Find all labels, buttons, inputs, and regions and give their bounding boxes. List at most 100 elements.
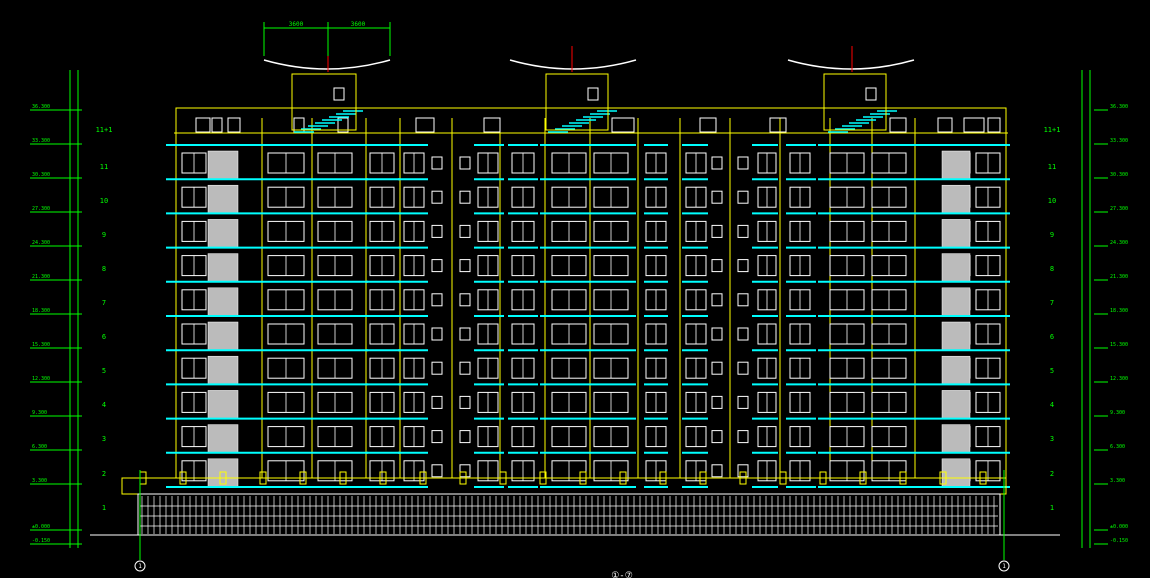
podium-column [259,471,267,485]
stair-glazing [941,287,971,317]
window [431,464,443,478]
roof-stairhouse [823,73,887,131]
elevation-label: 36.300 [1110,104,1128,110]
podium-column [619,471,627,485]
window-top [211,117,223,133]
elevation-label: 33.300 [1110,138,1128,144]
stair-glazing [207,424,239,453]
floor-label-left: 3 [102,435,106,443]
window [431,293,443,307]
roof-window [587,87,599,101]
window [711,190,723,204]
window [459,464,471,478]
window [459,430,471,444]
elevation-label: ±0.000 [32,524,50,530]
window [459,190,471,204]
window [431,156,443,170]
window [459,224,471,238]
podium-column [659,471,667,485]
floor-label-right: 10 [1048,197,1056,205]
stair-glazing [207,390,239,419]
window [737,224,749,238]
podium-column [499,471,507,485]
shopfront-frame [137,493,1001,536]
window [431,190,443,204]
floor-label-right: 1 [1050,504,1054,512]
window [459,327,471,341]
roof-dimension-label: 3600 [289,21,304,28]
axis-label: 1 [1002,563,1006,570]
stair-glazing [207,287,239,317]
floor-label-right: 2 [1050,470,1054,478]
floor-label-right: 9 [1050,231,1054,239]
elevation-label: 12.300 [1110,376,1128,382]
window-top [195,117,211,133]
floor-label-right: 3 [1050,435,1054,443]
stair-glazing [941,390,971,419]
window [459,293,471,307]
stair-glazing [941,458,971,488]
floor-label-left: 11+1 [96,126,113,134]
podium-column [939,471,947,485]
elevation-label: 3.300 [1110,478,1125,484]
window [459,395,471,409]
elevation-label: ±0.000 [1110,524,1128,530]
stair-glazing [207,458,239,488]
window [431,224,443,238]
window [711,224,723,238]
window-top [699,117,717,133]
podium-column [179,471,187,485]
podium-column [539,471,547,485]
elevation-label: 9.300 [32,410,47,416]
stair-glazing [941,184,971,214]
stair-glazing [207,253,239,282]
window-top [227,117,241,133]
podium-column [579,471,587,485]
floor-label-right: 6 [1050,333,1054,341]
floor-label-left: 10 [100,197,108,205]
axis-bubble [134,560,146,572]
window [431,259,443,273]
elevation-label: 18.300 [32,308,50,314]
window [431,395,443,409]
window [459,361,471,375]
window [737,190,749,204]
elevation-label: 36.300 [32,104,50,110]
podium-column [219,471,227,485]
window-top [611,117,635,133]
stair-glazing [941,424,971,453]
elevation-label: 15.300 [1110,342,1128,348]
stair-glazing [941,355,971,385]
window [737,259,749,273]
floor-label-right: 8 [1050,265,1054,273]
left-dimension-chain: -0.150±0.0003.3006.3009.30012.30015.3001… [30,70,82,548]
stair-glazing [207,150,239,180]
elevation-label: 21.300 [32,274,50,280]
window [711,361,723,375]
window [711,156,723,170]
podium-column [779,471,787,485]
elevation-label: 30.300 [32,172,50,178]
window [711,327,723,341]
window-top [963,117,985,133]
window [711,464,723,478]
elevation-label: 27.300 [32,206,50,212]
window [431,327,443,341]
window-top [937,117,953,133]
roof-canopy [263,59,391,70]
stair-glazing [941,150,971,180]
podium-column [819,471,827,485]
window [737,430,749,444]
window [711,395,723,409]
roof-structures [263,22,915,133]
podium-column [419,471,427,485]
podium-column [299,471,307,485]
window-top [415,117,435,133]
podium-column [459,471,467,485]
window [737,361,749,375]
window [711,430,723,444]
window [459,259,471,273]
